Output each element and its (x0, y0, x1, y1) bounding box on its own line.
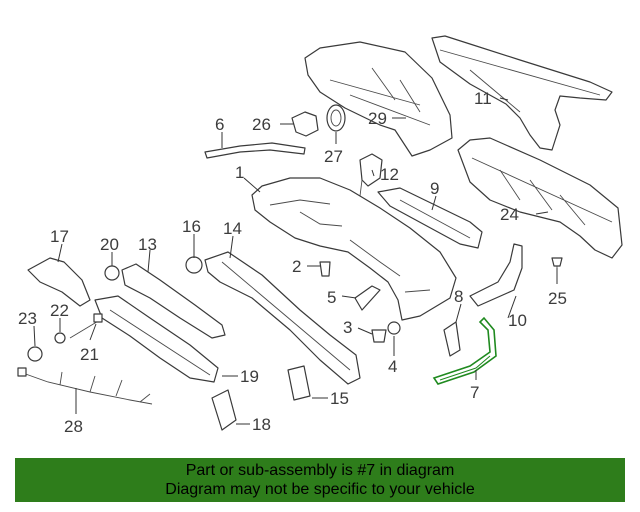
part-3-shape (371, 329, 387, 343)
part-13-shape (121, 263, 226, 339)
part-17-shape (27, 257, 91, 307)
callout-16: 16 (182, 217, 201, 236)
callout-5: 5 (327, 288, 336, 307)
part-16-shape (185, 256, 203, 274)
callout-25: 25 (548, 289, 567, 308)
part-19-shape (94, 295, 219, 383)
info-banner: Part or sub-assembly is #7 in diagram Di… (15, 458, 625, 502)
part-21-shape (69, 313, 103, 339)
callout-23: 23 (18, 309, 37, 328)
callout-15: 15 (330, 389, 349, 408)
callout-22: 22 (50, 301, 69, 320)
callout-18: 18 (252, 415, 271, 434)
callout-7: 7 (470, 383, 479, 402)
callout-13: 13 (138, 235, 157, 254)
callout-29: 29 (368, 109, 387, 128)
part-29-shape (304, 41, 453, 157)
part-7-shape (432, 316, 497, 385)
banner-line-1: Part or sub-assembly is #7 in diagram (185, 462, 455, 479)
callout-1: 1 (235, 163, 244, 182)
callout-2: 2 (292, 257, 301, 276)
part-6-shape (204, 142, 306, 159)
callout-labels: 1 2 3 4 5 6 7 8 9 11 12 13 14 15 16 17 1… (18, 89, 567, 436)
callout-3: 3 (343, 318, 352, 337)
part-12-shape (359, 153, 383, 197)
banner-line-2: Diagram may not be specific to your vehi… (165, 481, 475, 498)
callout-19: 19 (240, 367, 259, 386)
callout-21: 21 (80, 345, 99, 364)
part-15-shape (287, 365, 311, 401)
part-9-shape (377, 187, 483, 249)
part-11-shape (431, 35, 613, 151)
callout-17: 17 (50, 227, 69, 246)
callout-28: 28 (64, 417, 83, 436)
callout-10: 10 (508, 311, 527, 330)
part-26-shape (291, 111, 319, 137)
part-28-shape (17, 367, 153, 405)
part-4-shape (387, 321, 401, 335)
callout-4: 4 (388, 357, 397, 376)
leader-lines (33, 97, 558, 425)
part-24-shape (457, 137, 623, 259)
callout-26: 26 (252, 115, 271, 134)
part-22-shape (54, 332, 66, 344)
callout-11: 11 (474, 89, 492, 108)
part-18-shape (211, 389, 237, 431)
callout-14: 14 (223, 219, 242, 238)
callout-24: 24 (500, 205, 519, 224)
callout-8: 8 (454, 287, 463, 306)
callout-6: 6 (215, 115, 224, 134)
callout-27: 27 (324, 147, 343, 166)
callout-20: 20 (100, 235, 119, 254)
part-23-shape (27, 346, 43, 362)
part-2-shape (319, 261, 331, 277)
part-8-shape (443, 321, 461, 357)
callout-12: 12 (380, 165, 399, 184)
part-10-shape (469, 243, 523, 307)
parts-diagram: 1 2 3 4 5 6 7 8 9 11 12 13 14 15 16 17 1… (17, 35, 623, 436)
part-20-shape (104, 265, 120, 281)
callout-9: 9 (430, 179, 439, 198)
part-1-shape (251, 177, 457, 321)
part-5-shape (354, 285, 381, 311)
part-14-shape (204, 251, 361, 385)
part-27-shape (326, 104, 346, 132)
